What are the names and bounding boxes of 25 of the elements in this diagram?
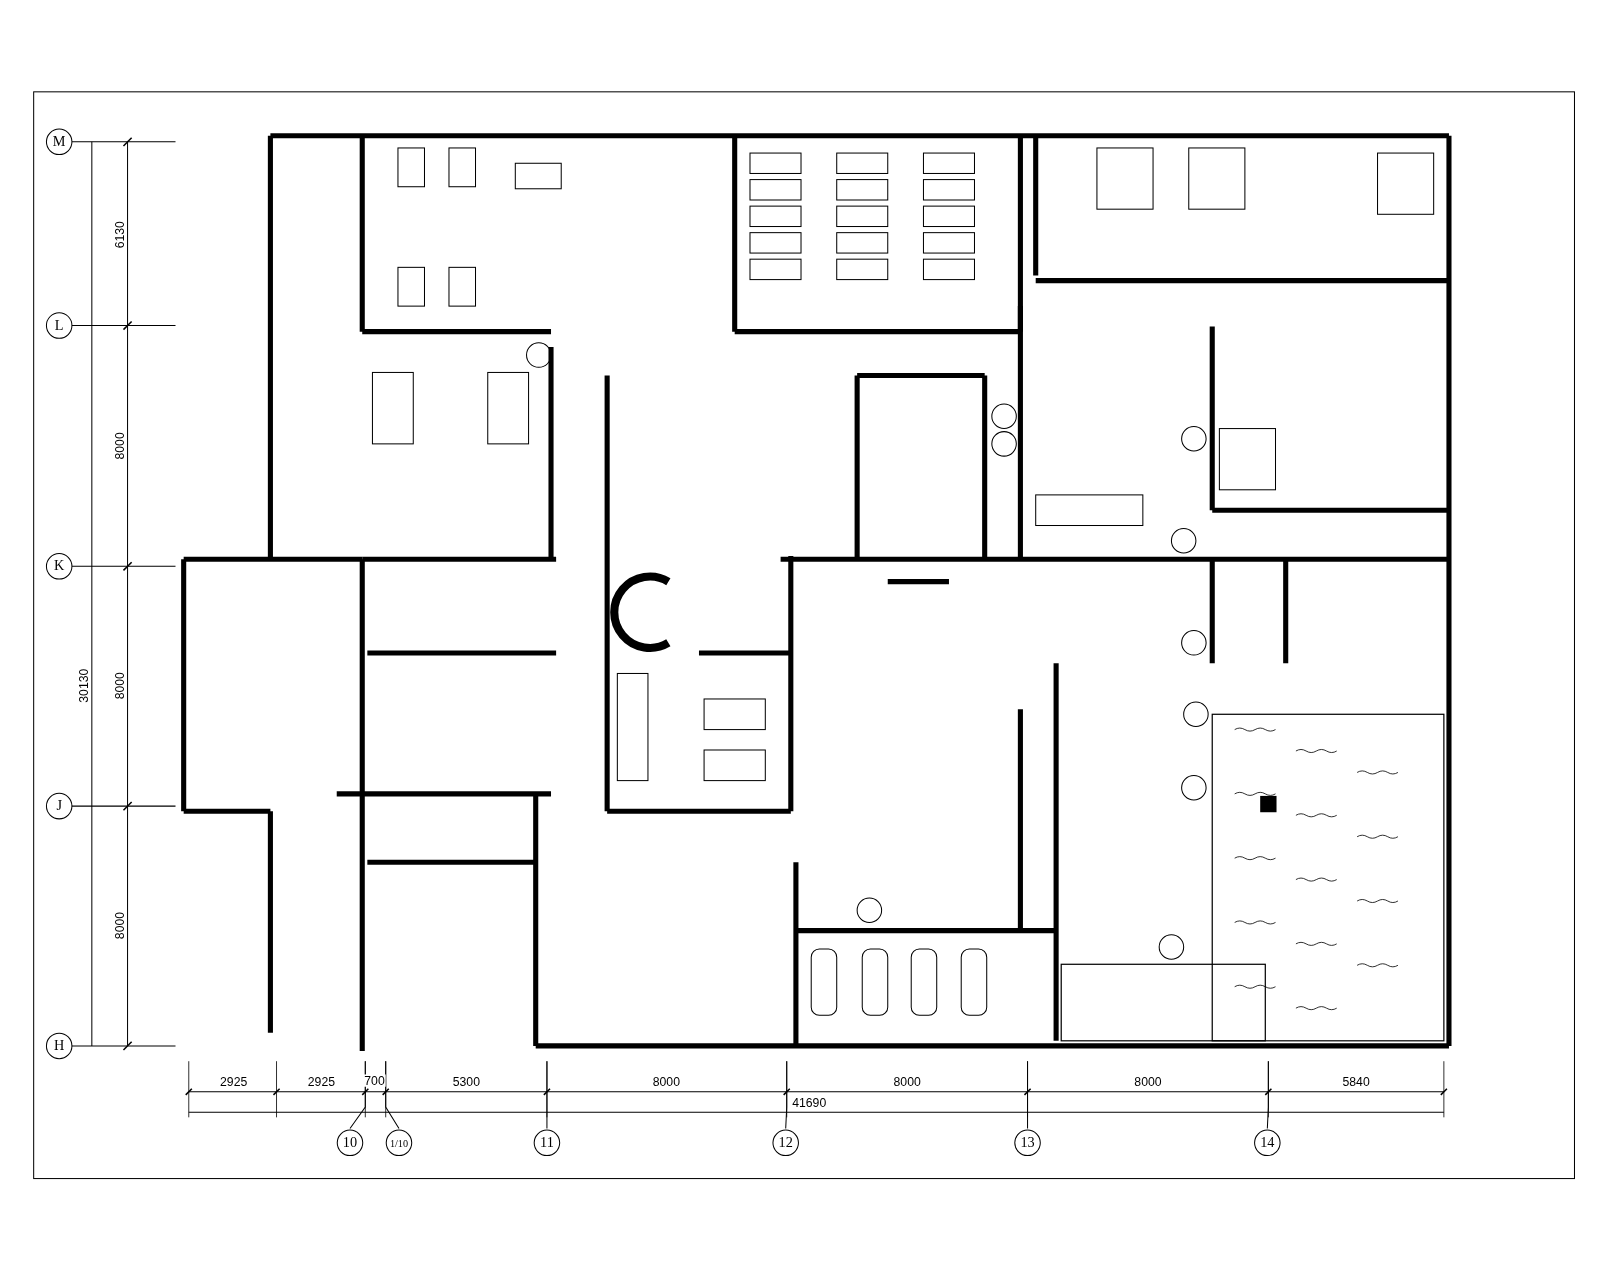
dimension-text: 5300 xyxy=(451,1075,481,1088)
dimension-text: 5840 xyxy=(1341,1075,1371,1088)
dimension-text: 41690 xyxy=(791,1096,828,1110)
grid-axis-bubble: 11 xyxy=(533,1129,561,1157)
grid-axis-bubble: H xyxy=(45,1032,73,1060)
dimension-text: 8000 xyxy=(114,431,127,461)
dimension-text: 700 xyxy=(363,1074,386,1087)
grid-axis-bubble: K xyxy=(45,553,73,580)
dimension-text: 8000 xyxy=(114,671,127,701)
dimension-text: 8000 xyxy=(651,1075,681,1088)
dimension-text: 2925 xyxy=(219,1075,249,1088)
grid-axis-bubble: 14 xyxy=(1254,1129,1281,1157)
grid-axis-bubble: 1/10 xyxy=(385,1129,413,1157)
grid-axis-bubble: 13 xyxy=(1014,1129,1041,1157)
dimension-text: 2925 xyxy=(306,1075,337,1088)
grid-axis-bubble: 10 xyxy=(336,1129,364,1157)
grid-axis-bubble: J xyxy=(45,792,73,820)
grid-axis-bubble: L xyxy=(45,312,73,339)
dimension-text: 6130 xyxy=(114,220,127,250)
grid-axis-bubble: 12 xyxy=(772,1129,799,1157)
dimension-text: 8000 xyxy=(1133,1075,1163,1088)
grid-axis-bubble: M xyxy=(45,128,73,156)
dimension-text: 8000 xyxy=(892,1075,922,1088)
dimension-text: 8000 xyxy=(114,910,127,941)
dimension-text: 30130 xyxy=(77,667,90,704)
